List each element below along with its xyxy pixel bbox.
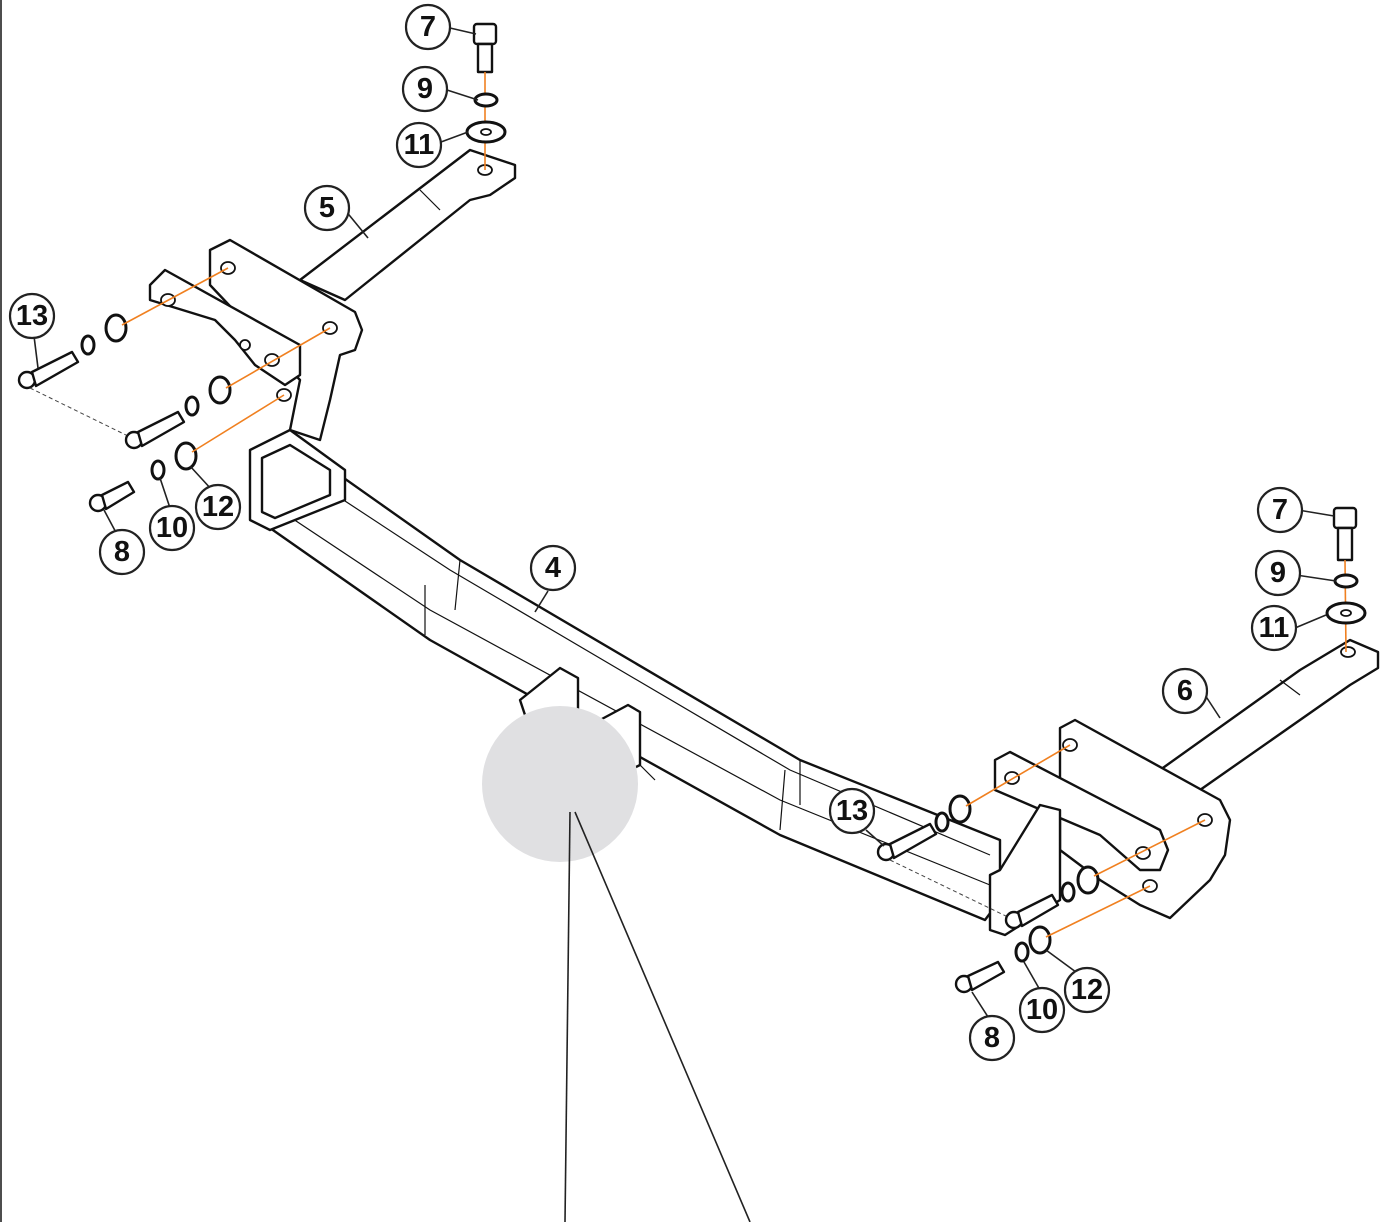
bolt-8-left [88,480,136,513]
axis-right-lower [1045,885,1151,938]
callout-12-right-label: 12 [1071,974,1103,1006]
callout-6: 6 [1161,667,1209,715]
callout-5: 5 [303,184,351,232]
ball-mount-placeholder [482,706,638,862]
callout-13-right-label: 13 [836,795,868,827]
callout-10-left: 10 [148,504,196,552]
washer-left-middle-small [184,395,200,417]
crossbar-part-4 [248,428,1002,922]
axis-right-middle [1093,819,1206,877]
side-arm-part-5 [148,148,517,442]
washer-right-middle-large [1076,865,1100,895]
bolt-right-middle [1004,893,1060,930]
washer-13-right-large [948,794,972,824]
axis-left-upper [121,267,229,326]
ball-mount-leader-b [574,811,751,1222]
callout-7-right-label: 7 [1272,494,1288,526]
axis-left-lower [191,394,285,453]
dashed-left-upper [29,387,131,438]
bolt-13-left [17,350,80,390]
callout-12-right: 12 [1063,966,1111,1014]
bolt-left-middle [124,410,186,450]
washer-13-left-large [104,313,128,343]
washer-12-left [174,441,198,471]
callout-4: 4 [529,544,577,592]
callout-7-right: 7 [1256,486,1304,534]
callout-13-right: 13 [828,787,876,835]
washer-9-right [1333,573,1359,589]
axis-right-upper [965,744,1071,807]
bolt-7-top [472,22,498,74]
callout-5-label: 5 [319,192,335,224]
washer-10-right [1014,941,1030,963]
callout-8-right: 8 [968,1014,1016,1062]
callout-13-left: 13 [8,292,56,340]
bolt-8-right [954,960,1006,994]
washer-right-middle-small [1060,881,1076,903]
axis-left-middle [225,327,331,389]
washer-9-top [473,92,499,108]
callout-9-right-label: 9 [1270,557,1286,589]
callout-9-top: 9 [401,65,449,113]
washer-13-left-small [80,334,96,356]
callout-9-right: 9 [1254,549,1302,597]
callout-9-top-label: 9 [417,73,433,105]
callout-7-top: 7 [404,3,452,51]
callout-11-top: 11 [395,121,443,169]
callout-10-left-label: 10 [156,512,188,544]
bolt-7-right [1332,506,1358,562]
callout-10-right: 10 [1018,986,1066,1034]
dashed-right-upper [889,859,1011,919]
washer-12-right [1028,925,1052,955]
callout-10-right-label: 10 [1026,994,1058,1026]
washer-left-middle-large [208,375,232,405]
bolt-13-right [876,822,938,862]
callout-13-left-label: 13 [16,300,48,332]
callout-12-left-label: 12 [202,491,234,523]
ball-mount-leader-a [564,811,571,1222]
callout-4-label: 4 [545,552,561,584]
callout-8-right-label: 8 [984,1022,1000,1054]
callout-11-right: 11 [1250,604,1298,652]
callout-7-top-label: 7 [420,11,436,43]
callout-8-left-label: 8 [114,536,130,568]
callout-11-right-label: 11 [1259,612,1290,644]
callout-6-label: 6 [1177,675,1193,707]
callout-8-left: 8 [98,528,146,576]
washer-13-right-small [934,811,950,833]
callout-12-left: 12 [194,483,242,531]
washer-10-left [150,459,166,481]
callout-11-top-label: 11 [404,129,435,161]
